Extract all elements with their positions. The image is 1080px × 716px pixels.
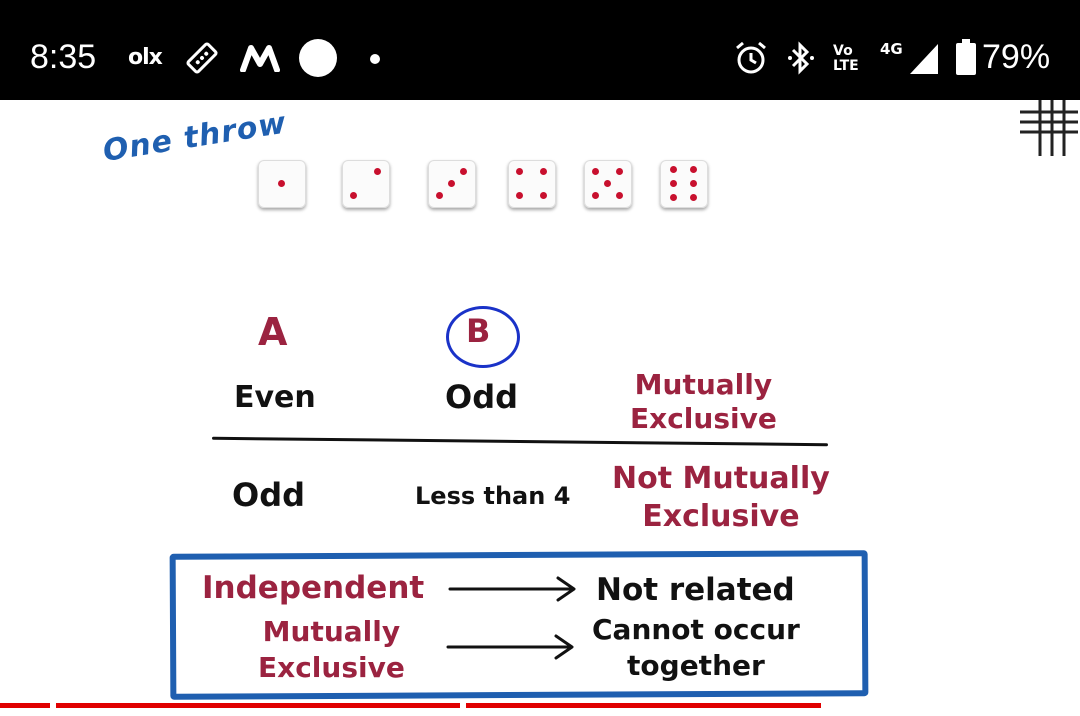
- column-header-b: B: [466, 312, 491, 350]
- definition-not-related: Not related: [596, 572, 795, 608]
- olx-icon: olx: [128, 45, 163, 70]
- die-face-3: [428, 160, 476, 208]
- row1-event-a: Even: [234, 380, 316, 415]
- die-face-4: [508, 160, 556, 208]
- m-app-icon: [240, 45, 280, 72]
- term-independent: Independent: [202, 570, 425, 606]
- video-progress-segment[interactable]: [466, 703, 821, 708]
- video-progress-segment[interactable]: [56, 703, 460, 708]
- die-face-6: [660, 160, 708, 208]
- network-type: 4G: [880, 40, 903, 58]
- definition-cannot-occur: Cannot occur together: [592, 613, 800, 682]
- grid-icon[interactable]: [1020, 98, 1078, 156]
- die-face-5: [584, 160, 632, 208]
- volte-icon: Vo LTE: [833, 43, 859, 74]
- row1-event-b: Odd: [445, 378, 519, 416]
- signal-icon: [910, 44, 938, 74]
- die-face-1: [258, 160, 306, 208]
- battery-percent: 79%: [982, 38, 1051, 76]
- alarm-icon: [736, 41, 766, 74]
- column-header-a: A: [258, 310, 288, 354]
- row2-event-a: Odd: [232, 476, 306, 514]
- bluetooth-icon: [788, 41, 814, 75]
- arrow-right-icon: [448, 576, 576, 602]
- video-progress-segment[interactable]: [0, 703, 50, 708]
- arrow-right-icon: [446, 634, 574, 660]
- circle-annotation: [446, 306, 520, 368]
- term-mutually-exclusive: Mutually Exclusive: [258, 615, 405, 684]
- row2-result: Not Mutually Exclusive: [612, 461, 830, 534]
- battery-icon: [956, 39, 976, 75]
- die-face-2: [342, 160, 390, 208]
- clock: 8:35: [30, 38, 97, 76]
- row2-event-b: Less than 4: [415, 482, 571, 510]
- divider-line: [212, 436, 828, 447]
- dot-icon: [370, 54, 380, 64]
- ticket-icon: [186, 42, 218, 74]
- row1-result: Mutually Exclusive: [630, 368, 777, 435]
- status-bar: 8:35 olx Vo LTE 4G 79%: [0, 0, 1080, 100]
- circle-icon: [299, 39, 337, 77]
- lesson-canvas: One throw A B Even Odd Mutual: [0, 100, 1080, 716]
